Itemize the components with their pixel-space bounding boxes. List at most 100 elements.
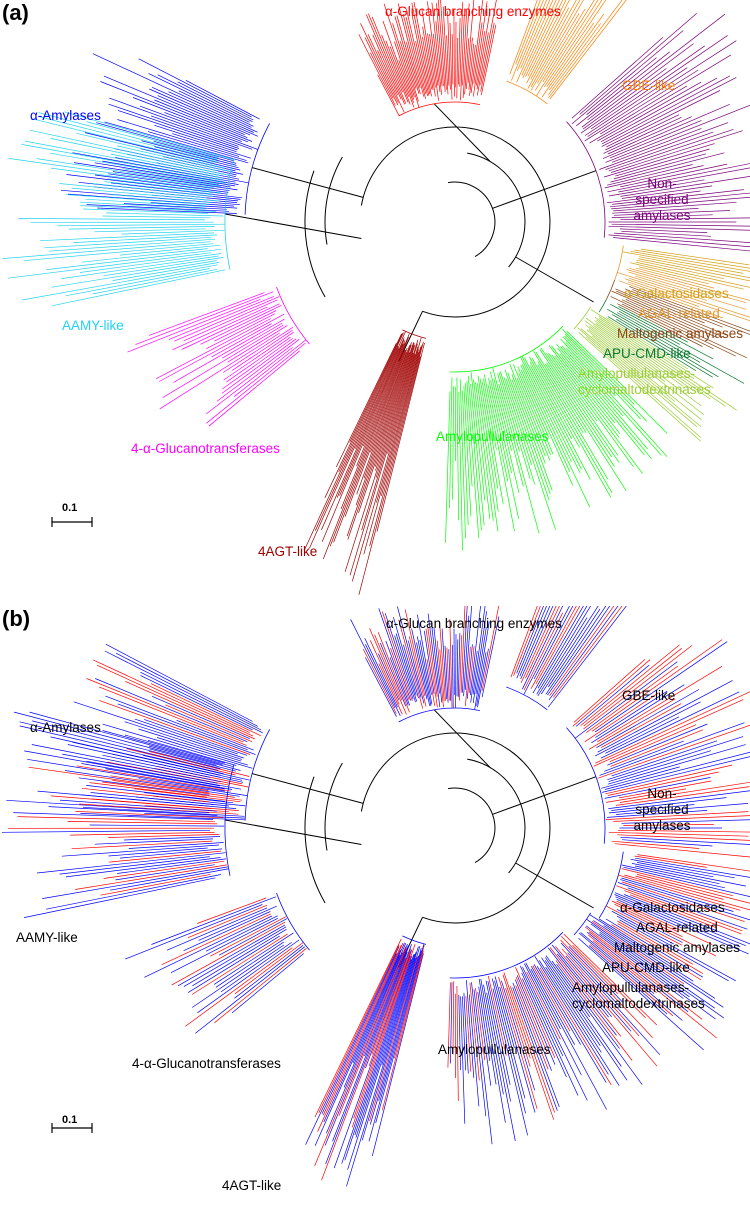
- tree-branch: [606, 788, 687, 803]
- tree-branch: [356, 342, 412, 495]
- tree-branch: [416, 636, 432, 707]
- tree-branch: [590, 35, 728, 130]
- tree-branch: [523, 606, 570, 695]
- tree-branch: [475, 627, 487, 695]
- tree-branch: [104, 650, 262, 731]
- tree-branch: [507, 372, 551, 495]
- tree-branch: [527, 0, 567, 77]
- tree-branch: [556, 963, 620, 1049]
- tree-branch: [355, 352, 410, 506]
- clade-label: AAMY-like: [16, 930, 78, 945]
- tree-branch: [105, 695, 248, 751]
- tree-branch: [387, 337, 422, 454]
- tree-branch: [139, 105, 259, 150]
- tree-branch: [104, 181, 214, 195]
- tree-branch: [561, 345, 624, 417]
- tree-branch: [500, 371, 536, 485]
- tree-branch: [314, 942, 405, 1146]
- tree-branch: [620, 176, 750, 197]
- tree-branch: [378, 948, 422, 1101]
- tree-branch: [572, 944, 646, 1019]
- tree-branch: [470, 0, 484, 93]
- tree-branch: [89, 824, 225, 827]
- tree-branch: [374, 634, 403, 701]
- tree-branch: [553, 606, 623, 698]
- tree-branch: [509, 363, 546, 457]
- tree-branch: [233, 339, 307, 397]
- tree-branch: [513, 606, 541, 676]
- tree-branch: [321, 339, 405, 530]
- tree-branch: [324, 333, 403, 498]
- tree-branch: [611, 840, 700, 849]
- tree-branch: [536, 606, 592, 695]
- tree-branch: [115, 652, 258, 727]
- tree-branch: [465, 996, 472, 1072]
- tree-branch: [468, 43, 475, 90]
- tree-branch: [555, 946, 658, 1067]
- tree-branch: [620, 879, 750, 921]
- tree-branch: [171, 921, 286, 986]
- tree-branch: [13, 812, 214, 820]
- tree-branch: [600, 54, 732, 135]
- tree-branch: [94, 228, 206, 233]
- tree-branch: [481, 606, 500, 692]
- tree-branch: [544, 960, 628, 1081]
- tree-branch: [427, 33, 436, 88]
- tree-branch: [436, 3, 444, 86]
- tree-arc: [360, 732, 551, 924]
- tree-branch: [110, 182, 243, 199]
- tree-arc: [224, 764, 235, 876]
- tree-branch: [94, 838, 214, 845]
- clade-label: Non-specified amylases: [633, 176, 691, 223]
- tree-branch: [516, 975, 556, 1065]
- tree-branch: [465, 0, 475, 89]
- tree-branch: [208, 350, 300, 427]
- tree-branch: [593, 699, 744, 767]
- tree-branch: [601, 77, 737, 147]
- tree-branch: [599, 931, 690, 998]
- tree-branch: [548, 353, 598, 422]
- tree-branch: [549, 0, 627, 100]
- tree-branch: [48, 806, 218, 816]
- tree-branch: [427, 1, 439, 86]
- tree-branch: [144, 812, 245, 819]
- tree-branch: [174, 296, 280, 342]
- tree-branch: [616, 803, 749, 815]
- tree-branch: [147, 739, 237, 766]
- tree-branch: [365, 657, 397, 717]
- tree-branch: [86, 678, 244, 743]
- tree-branch: [369, 640, 400, 705]
- tree-branch: [533, 964, 581, 1045]
- tree-branch: [584, 69, 699, 142]
- tree-branch: [498, 383, 540, 534]
- tree-branch: [462, 3, 470, 99]
- tree-branch: [364, 945, 409, 1057]
- tree-branch: [81, 248, 208, 263]
- tree-branch: [591, 335, 702, 427]
- tree-branch: [214, 948, 307, 1024]
- tree-branch: [505, 378, 556, 530]
- tree-branch: [533, 351, 584, 433]
- tree-branch: [394, 16, 417, 89]
- tree-branch: [473, 22, 483, 84]
- clade-label: 4AGT-like: [222, 1178, 282, 1193]
- tree-branch: [526, 971, 561, 1040]
- tree-branch: [567, 952, 661, 1055]
- tree-arc: [566, 727, 606, 844]
- tree-branch: [379, 642, 407, 707]
- tree-branch: [536, 966, 607, 1083]
- tree-branch: [151, 695, 250, 740]
- tree-branch: [80, 813, 245, 821]
- tree-branch: [358, 34, 396, 106]
- tree-branch: [568, 946, 623, 1003]
- tree-branch: [616, 885, 743, 932]
- tree-branch: [591, 684, 685, 744]
- tree-branch: [608, 179, 705, 197]
- tree-branch: [197, 897, 267, 924]
- tree-branch: [504, 369, 550, 501]
- tree-branch: [579, 13, 697, 115]
- clade-label: α-Galactosidases: [624, 286, 729, 301]
- tree-arc: [566, 121, 606, 238]
- tree-branch: [477, 383, 499, 532]
- tree-branch: [537, 364, 613, 493]
